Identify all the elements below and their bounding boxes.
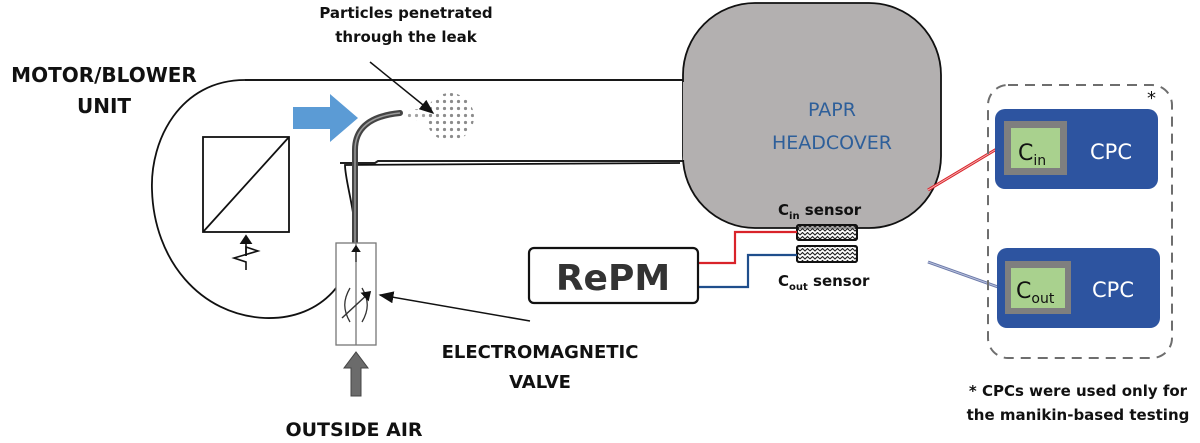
cin-sensor-label: Cin sensor xyxy=(778,201,862,222)
headcover-label-line1: PAPR xyxy=(808,99,856,121)
repm-label: RePM xyxy=(556,258,670,299)
valve-pointer-line xyxy=(378,291,531,322)
cpc-in-label: CPC xyxy=(1090,140,1132,164)
footnote-line2: the manikin-based testing xyxy=(967,406,1190,424)
cpc-in-sub: in xyxy=(1033,153,1046,169)
cpc-in-display: Cin xyxy=(1018,141,1046,169)
particles-pointer-line xyxy=(369,61,435,114)
cpc-group-box xyxy=(987,84,1173,359)
particles-label-line2: through the leak xyxy=(335,28,478,46)
cpc-out-device xyxy=(997,248,1160,328)
motor-blower-label-line2: UNIT xyxy=(77,94,131,118)
cout-sensor-label: Cout sensor xyxy=(778,272,870,293)
motor-symbol-icon xyxy=(202,136,290,270)
repm-box xyxy=(527,246,700,305)
cout-sensor-main: C xyxy=(778,272,789,290)
cout-sensor-sub: out xyxy=(789,282,808,293)
cpc-out-display: Cout xyxy=(1016,279,1055,307)
cpc-out-label: CPC xyxy=(1092,278,1134,302)
cin-sensor-main: C xyxy=(778,201,789,219)
valve-label-line2: VALVE xyxy=(509,372,571,393)
outside-air-label: OUTSIDE AIR xyxy=(285,419,422,441)
airflow-arrow-icon xyxy=(293,94,358,142)
cpc-out-sub: out xyxy=(1031,291,1054,307)
cpc-asterisk: * xyxy=(1147,88,1156,109)
outside-air-arrow-icon xyxy=(343,351,369,397)
cout-wire xyxy=(698,253,797,289)
cpc-in-main: C xyxy=(1018,141,1033,166)
cpc-out-main: C xyxy=(1016,279,1031,304)
motor-blower-label-line1: MOTOR/BLOWER xyxy=(11,63,197,87)
valve-label-line1: ELECTROMAGNETIC xyxy=(442,342,639,363)
cin-wire xyxy=(698,230,797,265)
cin-sensor-suffix: sensor xyxy=(800,201,862,219)
cout-sensor-suffix: sensor xyxy=(808,272,870,290)
electromagnetic-valve-icon xyxy=(335,242,377,346)
cpc-in-device xyxy=(995,109,1158,189)
headcover-label-line2: HEADCOVER xyxy=(772,132,892,154)
particle-cloud-icon xyxy=(404,93,474,141)
footnote-line1: * CPCs were used only for xyxy=(969,382,1188,400)
particles-label-line1: Particles penetrated xyxy=(319,4,492,22)
cin-sensor-sub: in xyxy=(789,211,800,222)
